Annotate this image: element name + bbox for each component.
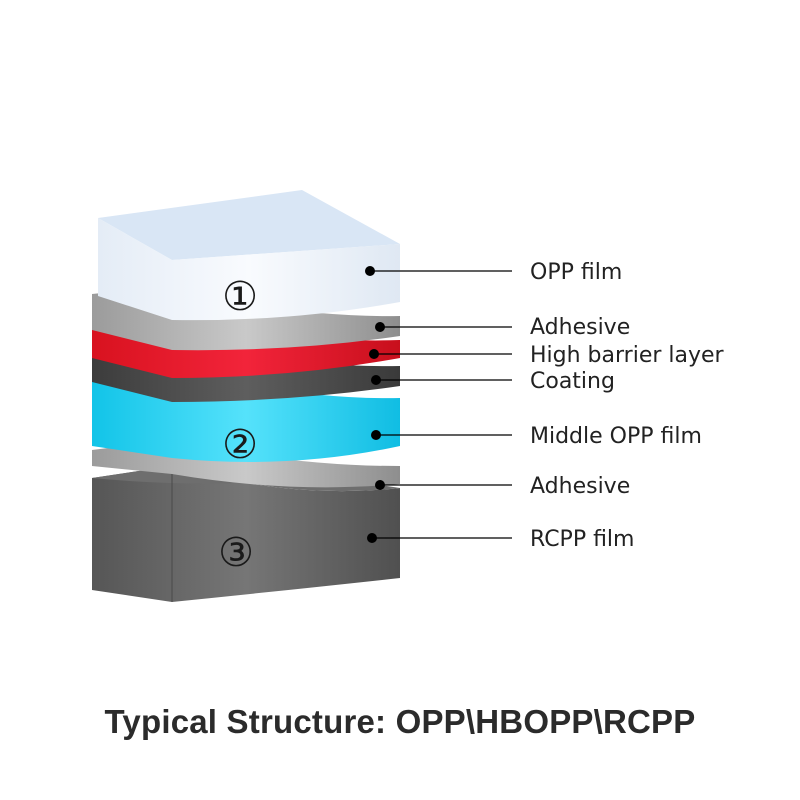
label-opp-film: OPP film	[530, 260, 622, 285]
label-high-barrier-layer: High barrier layer	[530, 343, 725, 368]
label-coating: Coating	[530, 369, 615, 394]
leaders	[365, 266, 512, 543]
label-adhesive-2: Adhesive	[530, 474, 630, 499]
opp-film-top-face	[98, 190, 400, 260]
label-rcpp-film: RCPP film	[530, 527, 634, 552]
layer-number-2: ②	[222, 422, 258, 468]
layer-number-3: ③	[218, 530, 254, 576]
labels: OPP film Adhesive High barrier layer Coa…	[530, 260, 725, 552]
label-middle-opp-film: Middle OPP film	[530, 424, 702, 449]
opp-film-block	[98, 218, 400, 321]
layer-opp-film: ①	[98, 190, 400, 321]
rcpp-film-block	[92, 466, 400, 602]
label-adhesive-1: Adhesive	[530, 315, 630, 340]
diagram-caption: Typical Structure: OPP\HBOPP\RCPP	[104, 703, 696, 740]
layer-number-1: ①	[222, 274, 258, 320]
